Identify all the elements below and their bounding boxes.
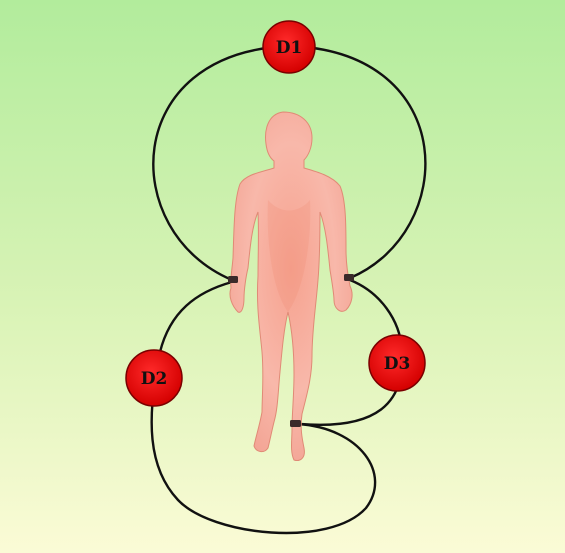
left-wrist-cuff xyxy=(344,274,354,281)
electrode-d2: D2 xyxy=(126,350,182,406)
electrode-d2-label: D2 xyxy=(141,369,168,389)
electrode-d3: D3 xyxy=(369,335,425,391)
left-ankle-cuff xyxy=(290,420,301,427)
electrode-d1: D1 xyxy=(263,21,315,73)
right-wrist-cuff xyxy=(228,276,238,283)
electrode-d1-label: D1 xyxy=(276,38,303,58)
electrode-d3-label: D3 xyxy=(384,354,411,374)
